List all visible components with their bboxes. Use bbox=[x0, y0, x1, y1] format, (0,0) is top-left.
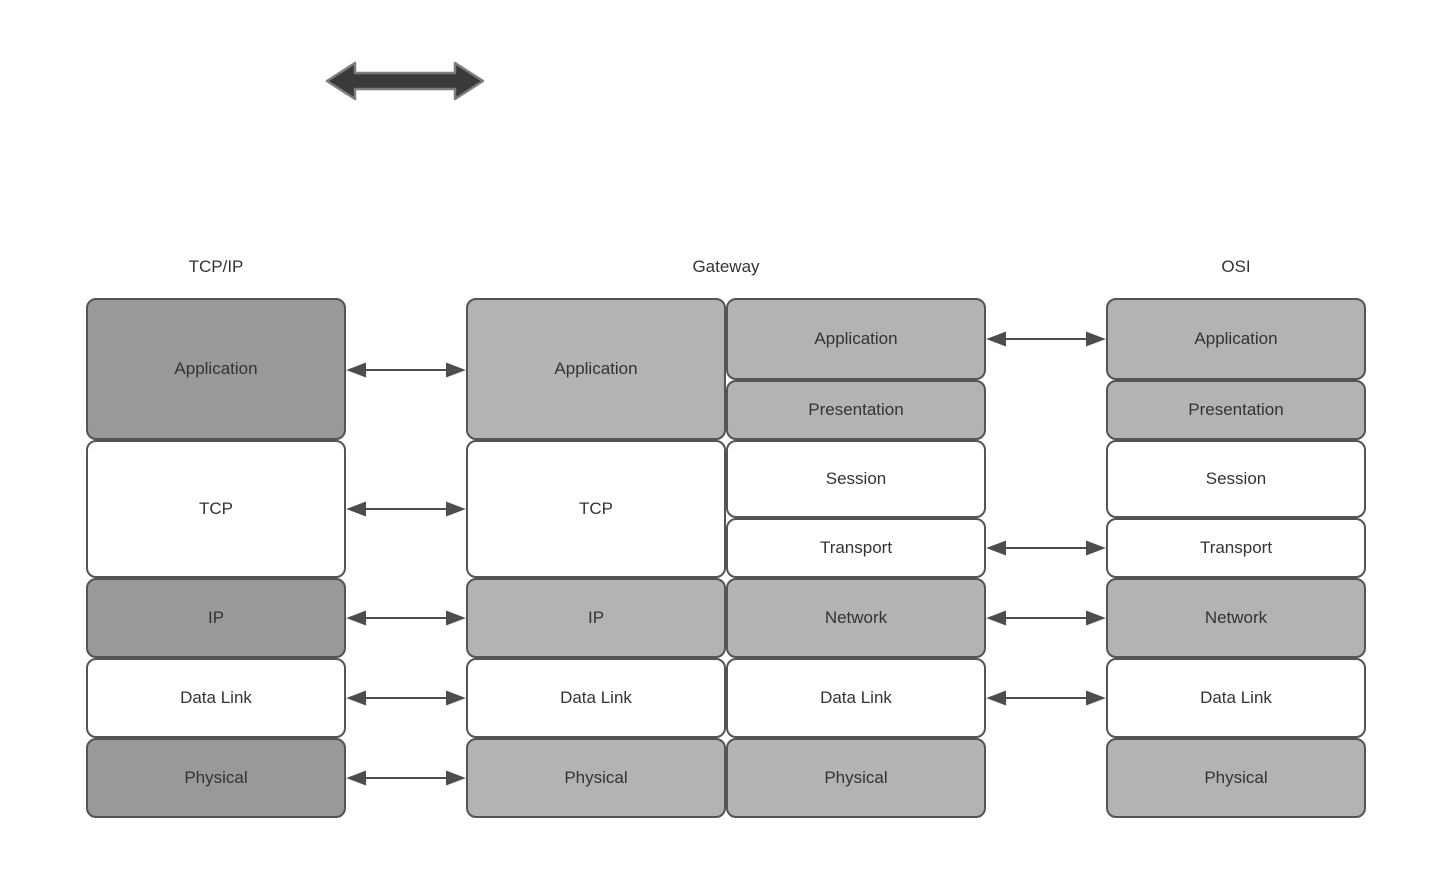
tcpip-layer-physical: Physical bbox=[86, 738, 346, 818]
osi-layer-network: Network bbox=[1106, 578, 1366, 658]
connector-tcpip-gateway-ip bbox=[346, 610, 466, 626]
tcpip-layer-ip: IP bbox=[86, 578, 346, 658]
gateway-left-layer-application: Application bbox=[466, 298, 726, 440]
gateway-left-layer-physical: Physical bbox=[466, 738, 726, 818]
gateway-left-layer-tcp: TCP bbox=[466, 440, 726, 578]
connector-tcpip-gateway-physical bbox=[346, 770, 466, 786]
tcpip-layer-data-link: Data Link bbox=[86, 658, 346, 738]
connector-gateway-osi-data-link bbox=[986, 690, 1106, 706]
gateway-right-layer-presentation: Presentation bbox=[726, 380, 986, 440]
tcpip-title: TCP/IP bbox=[188, 257, 244, 276]
connector-gateway-osi-network bbox=[986, 610, 1106, 626]
gateway-right-layer-transport: Transport bbox=[726, 518, 986, 578]
gateway-right-layer-session: Session bbox=[726, 440, 986, 518]
gateway-right-layer-data-link: Data Link bbox=[726, 658, 986, 738]
tcpip-layer-tcp: TCP bbox=[86, 440, 346, 578]
connector-gateway-osi-application bbox=[986, 331, 1106, 347]
osi-layer-application: Application bbox=[1106, 298, 1366, 380]
double-arrow-icon bbox=[325, 61, 485, 101]
osi-title: OSI bbox=[1221, 257, 1251, 276]
osi-layer-presentation: Presentation bbox=[1106, 380, 1366, 440]
gateway-right-layer-application: Application bbox=[726, 298, 986, 380]
gateway-right-layer-network: Network bbox=[726, 578, 986, 658]
gateway-title: Gateway bbox=[692, 257, 760, 276]
tcpip-layer-application: Application bbox=[86, 298, 346, 440]
connector-tcpip-gateway-tcp bbox=[346, 501, 466, 517]
gateway-left-layer-ip: IP bbox=[466, 578, 726, 658]
connector-tcpip-gateway-data-link bbox=[346, 690, 466, 706]
gateway-left-layer-data-link: Data Link bbox=[466, 658, 726, 738]
connector-tcpip-gateway-application bbox=[346, 362, 466, 378]
osi-layer-session: Session bbox=[1106, 440, 1366, 518]
osi-layer-physical: Physical bbox=[1106, 738, 1366, 818]
osi-layer-data-link: Data Link bbox=[1106, 658, 1366, 738]
gateway-right-layer-physical: Physical bbox=[726, 738, 986, 818]
osi-layer-transport: Transport bbox=[1106, 518, 1366, 578]
connector-gateway-osi-transport bbox=[986, 540, 1106, 556]
